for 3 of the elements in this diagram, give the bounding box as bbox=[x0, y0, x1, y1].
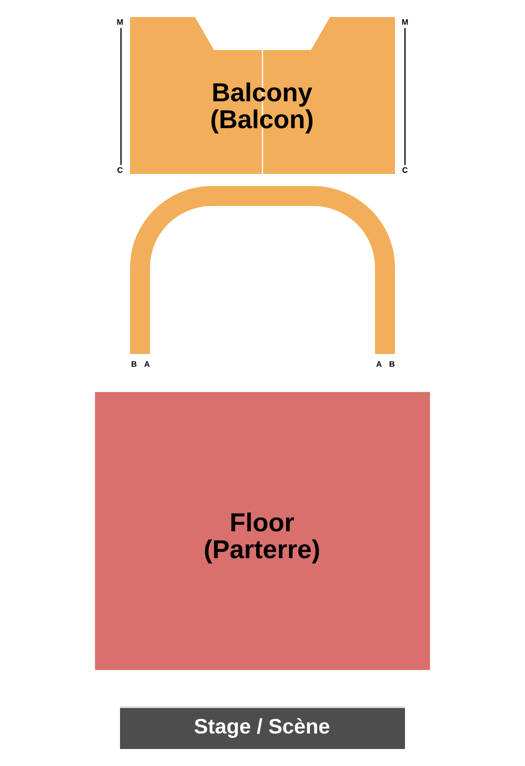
stage: Stage / Scène bbox=[120, 708, 405, 749]
side-balcony-band bbox=[130, 186, 395, 354]
floor-section: Floor (Parterre) bbox=[95, 392, 430, 670]
